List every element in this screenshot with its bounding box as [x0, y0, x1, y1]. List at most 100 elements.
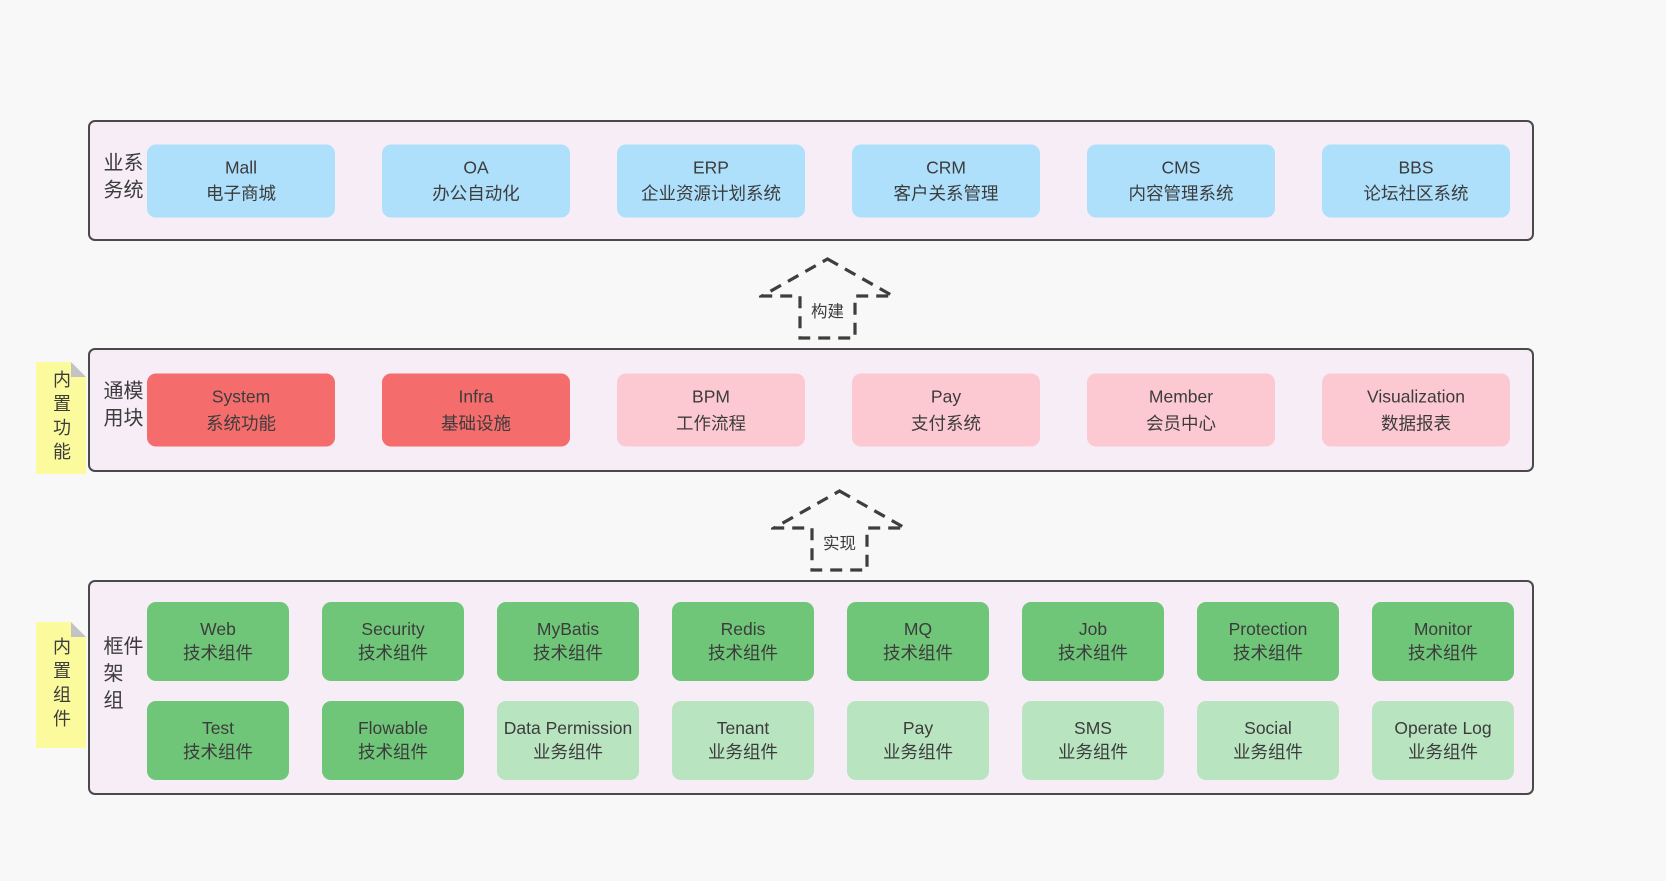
box-title-en: Test	[201, 718, 235, 739]
box-title-en: Redis	[720, 619, 766, 640]
box-sms: SMS 业务组件	[1022, 701, 1164, 780]
box-social: Social 业务组件	[1197, 701, 1339, 780]
box-tenant: Tenant 业务组件	[672, 701, 814, 780]
box-title-zh: 技术组件	[708, 642, 778, 663]
box-title-zh: 系统功能	[206, 413, 276, 433]
box-title-en: Flowable	[357, 718, 429, 739]
box-infra: Infra 基础设施	[382, 373, 570, 447]
box-title-zh: 技术组件	[1408, 642, 1478, 663]
box-bpm: BPM 工作流程	[617, 373, 805, 447]
box-title-zh: 工作流程	[676, 413, 746, 433]
dashed-up-arrow-icon	[771, 489, 908, 572]
framework-row-2: Test 技术组件 Flowable 技术组件 Data Permission …	[147, 701, 1514, 780]
box-title-en: Mall	[224, 157, 258, 178]
box-visualization: Visualization 数据报表	[1322, 373, 1510, 447]
sticky-note-builtin-functions: 内置功能	[36, 362, 86, 474]
box-bbs: BBS 论坛社区系统	[1322, 144, 1510, 217]
box-title-zh: 技术组件	[183, 642, 253, 663]
section-common-modules: 通用模块 System 系统功能 Infra 基础设施 BPM 工作流程 Pay…	[88, 348, 1534, 472]
box-title-zh: 技术组件	[183, 741, 253, 762]
sticky-note-builtin-components: 内置组件	[36, 622, 86, 748]
box-title-en: Operate Log	[1394, 718, 1492, 739]
box-title-zh: 业务组件	[533, 741, 603, 762]
box-mall: Mall 电子商城	[147, 144, 335, 217]
box-redis: Redis 技术组件	[672, 602, 814, 681]
box-protection: Protection 技术组件	[1197, 602, 1339, 681]
section-framework-components: 框架组件 Web 技术组件 Security 技术组件 MyBatis 技术组件…	[88, 580, 1534, 795]
box-title-en: System	[211, 386, 271, 407]
box-data-permission: Data Permission 业务组件	[497, 701, 639, 780]
box-pay-component: Pay 业务组件	[847, 701, 989, 780]
box-title-zh: 电子商城	[206, 183, 276, 204]
box-title-zh: 办公自动化	[432, 183, 520, 204]
box-title-zh: 技术组件	[883, 642, 953, 663]
box-title-zh: 技术组件	[358, 741, 428, 762]
box-title-zh: 业务组件	[1233, 741, 1303, 762]
dashed-up-arrow-icon	[759, 257, 896, 340]
box-cms: CMS 内容管理系统	[1087, 144, 1275, 217]
box-title-en: BPM	[692, 386, 730, 407]
box-operate-log: Operate Log 业务组件	[1372, 701, 1514, 780]
common-modules-row: System 系统功能 Infra 基础设施 BPM 工作流程 Pay 支付系统…	[147, 373, 1510, 447]
section-label: 框架组件	[100, 634, 142, 716]
box-title-en: CMS	[1161, 157, 1201, 178]
box-mq: MQ 技术组件	[847, 602, 989, 681]
box-title-en: Social	[1244, 718, 1292, 739]
build-arrow: 构建	[759, 256, 896, 341]
business-systems-row: Mall 电子商城 OA 办公自动化 ERP 企业资源计划系统 CRM 客户关系…	[147, 144, 1510, 217]
arrow-label: 构建	[807, 302, 848, 324]
box-title-en: Visualization	[1367, 386, 1465, 407]
box-title-zh: 数据报表	[1381, 413, 1451, 433]
box-title-zh: 业务组件	[708, 741, 778, 762]
box-pay-module: Pay 支付系统	[852, 373, 1040, 447]
box-title-en: Web	[200, 619, 236, 640]
arrow-label: 实现	[819, 534, 860, 556]
box-system: System 系统功能	[147, 373, 335, 447]
box-title-zh: 业务组件	[1408, 741, 1478, 762]
box-title-en: Monitor	[1413, 619, 1473, 640]
box-title-zh: 客户关系管理	[893, 183, 999, 204]
box-title-zh: 基础设施	[441, 413, 511, 433]
folded-corner-icon	[71, 622, 86, 637]
sticky-note-label: 内置组件	[51, 637, 71, 733]
box-title-en: OA	[463, 157, 489, 178]
box-title-zh: 论坛社区系统	[1363, 183, 1469, 204]
box-title-en: BBS	[1398, 157, 1434, 178]
box-title-zh: 业务组件	[1058, 741, 1128, 762]
box-title-en: Member	[1148, 386, 1214, 407]
box-title-zh: 技术组件	[1058, 642, 1128, 663]
section-label: 业务系统	[100, 151, 142, 206]
box-web: Web 技术组件	[147, 602, 289, 681]
box-title-zh: 内容管理系统	[1128, 183, 1234, 204]
box-mybatis: MyBatis 技术组件	[497, 602, 639, 681]
section-business-systems: 业务系统 Mall 电子商城 OA 办公自动化 ERP 企业资源计划系统 CRM…	[88, 120, 1534, 241]
section-label: 通用模块	[100, 380, 142, 434]
box-title-en: MyBatis	[536, 619, 600, 640]
box-title-en: Pay	[930, 386, 962, 407]
box-title-zh: 支付系统	[911, 413, 981, 433]
box-crm: CRM 客户关系管理	[852, 144, 1040, 217]
box-title-en: Data Permission	[503, 718, 633, 739]
box-security: Security 技术组件	[322, 602, 464, 681]
box-member: Member 会员中心	[1087, 373, 1275, 447]
box-title-zh: 技术组件	[358, 642, 428, 663]
box-title-en: Pay	[902, 718, 934, 739]
box-title-en: MQ	[903, 619, 933, 640]
box-title-en: CRM	[926, 157, 966, 178]
box-title-en: Job	[1078, 619, 1108, 640]
folded-corner-icon	[71, 362, 86, 377]
box-title-zh: 技术组件	[533, 642, 603, 663]
box-monitor: Monitor 技术组件	[1372, 602, 1514, 681]
sticky-note-label: 内置功能	[51, 370, 71, 466]
box-title-zh: 业务组件	[883, 741, 953, 762]
box-oa: OA 办公自动化	[382, 144, 570, 217]
box-title-en: Protection	[1228, 619, 1308, 640]
box-title-en: Tenant	[716, 718, 770, 739]
box-title-en: Infra	[458, 386, 494, 407]
box-title-zh: 技术组件	[1233, 642, 1303, 663]
framework-row-1: Web 技术组件 Security 技术组件 MyBatis 技术组件 Redi…	[147, 602, 1514, 681]
box-title-zh: 会员中心	[1146, 413, 1216, 433]
box-title-en: SMS	[1074, 718, 1112, 739]
box-title-zh: 企业资源计划系统	[641, 183, 781, 204]
